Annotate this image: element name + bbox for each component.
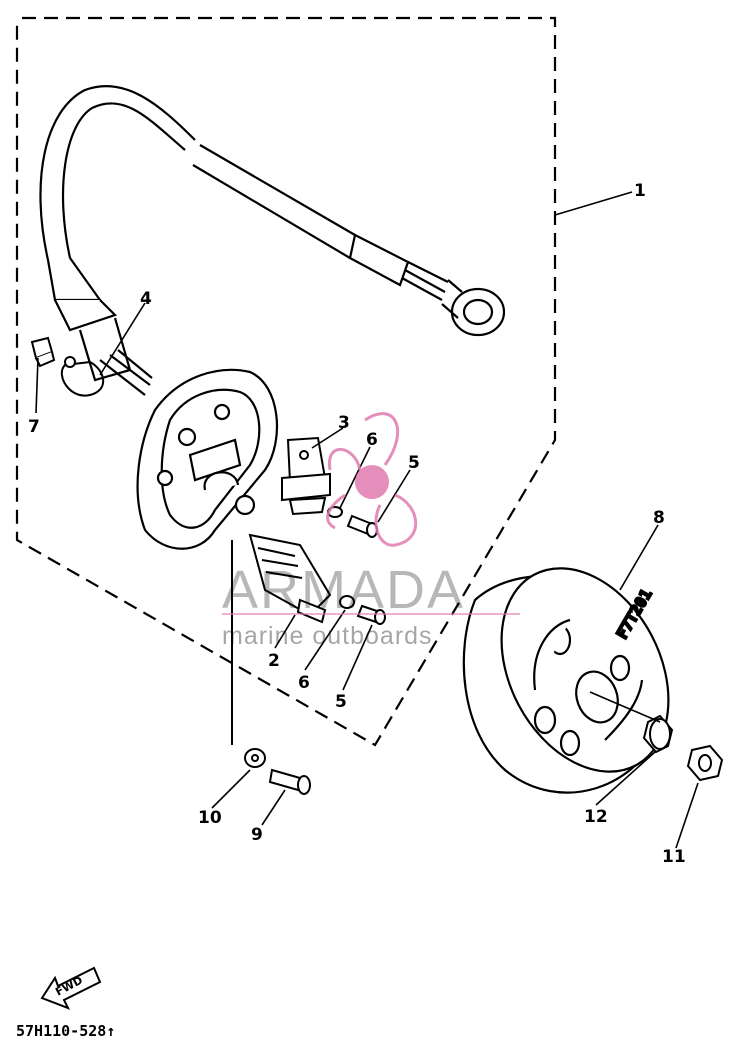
callout-numbers: 1 2 3 4 5 5 6 6 7 8 9 10 11 12: [28, 181, 686, 867]
cap-part: [30, 336, 56, 368]
lower-fasteners: [244, 748, 311, 795]
reference-code: 57H110-528↑: [16, 1022, 115, 1040]
stator-plate: [136, 368, 279, 550]
callout-4: 4: [140, 289, 152, 309]
callout-6a: 6: [366, 430, 378, 450]
clamp-part: [60, 356, 105, 397]
assembly-boundary: [15, 16, 557, 747]
callout-11: 11: [662, 847, 686, 867]
callout-7: 7: [28, 417, 40, 437]
fwd-arrow: FWD: [40, 966, 102, 1010]
watermark-logo: [326, 412, 418, 547]
callout-6b: 6: [298, 673, 310, 693]
callout-5a: 5: [408, 453, 420, 473]
callout-3: 3: [338, 413, 350, 433]
callout-5b: 5: [335, 692, 347, 712]
watermark-brand: ARMADA: [222, 560, 465, 620]
callout-12: 12: [584, 807, 608, 827]
cable-harness: [39, 84, 506, 396]
callout-10: 10: [198, 808, 222, 828]
flywheel-rotor-part: F7T201: [462, 567, 670, 794]
charge-coil-part: [281, 436, 331, 516]
flywheel-fasteners: [642, 714, 724, 782]
callout-8: 8: [653, 508, 665, 528]
leader-lines: [35, 191, 699, 849]
pulser-coil-part: [248, 533, 332, 624]
callout-9: 9: [251, 825, 263, 845]
watermark-tagline: marine outboards: [222, 622, 433, 650]
callout-1: 1: [634, 181, 646, 201]
callout-2: 2: [268, 651, 280, 671]
